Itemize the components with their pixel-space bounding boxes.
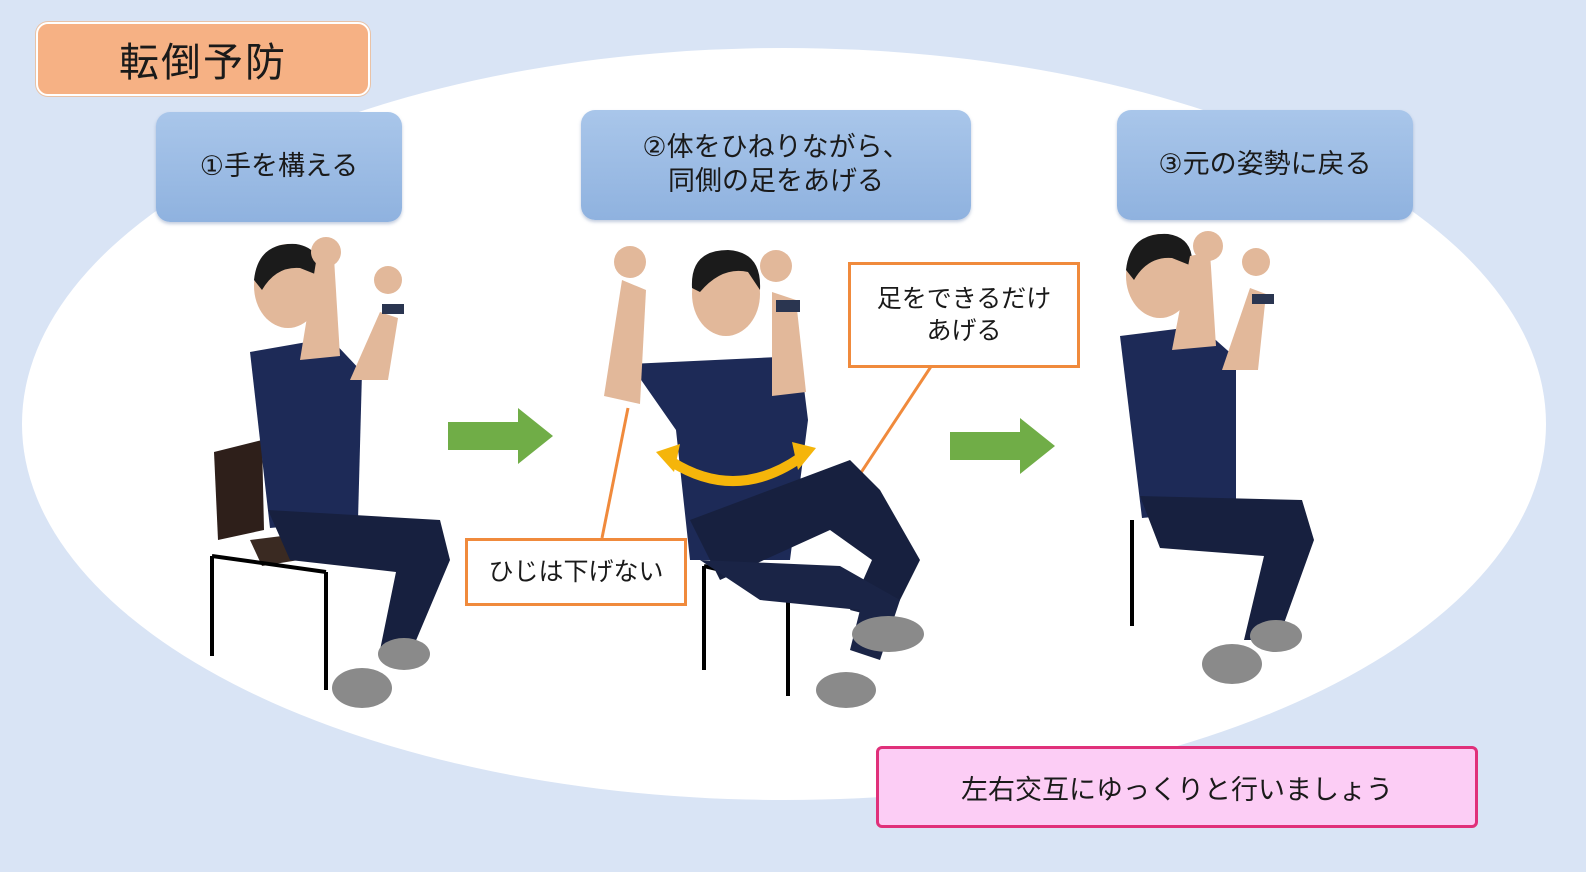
step-3-box: ③元の姿勢に戻る: [1117, 110, 1413, 220]
lift-leg-note-line1: 足をできるだけ: [876, 283, 1052, 313]
title-box: 転倒予防: [36, 22, 370, 96]
lift-leg-note-line2: あげる: [926, 316, 1002, 345]
person-figure-step-2: [604, 246, 924, 708]
step-2-label-line1: ②体をひねりながら、: [642, 132, 910, 164]
step-2-box: ②体をひねりながら、 同側の足をあげる: [581, 110, 971, 220]
right-arrow-icon: [950, 418, 1055, 474]
step-2-label-line2: 同側の足をあげる: [668, 166, 884, 197]
page-title: 転倒予防: [119, 40, 287, 86]
step-1-label: ①手を構える: [199, 151, 359, 183]
lift-leg-note: 足をできるだけ あげる: [848, 262, 1080, 368]
alternate-sides-note: 左右交互にゆっくりと行いましょう: [876, 746, 1478, 828]
elbow-note-text: ひじは下げない: [488, 556, 664, 586]
person-figure-step-1: [210, 237, 450, 708]
step-1-box: ①手を構える: [156, 112, 402, 222]
person-figure-step-3: [1120, 231, 1314, 684]
elbow-note: ひじは下げない: [465, 538, 687, 606]
twist-arrow-icon: [656, 442, 816, 487]
alternate-sides-text: 左右交互にゆっくりと行いましょう: [961, 774, 1393, 806]
elbow-callout-line: [600, 407, 630, 539]
step-3-label: ③元の姿勢に戻る: [1158, 149, 1372, 181]
right-arrow-icon: [448, 408, 553, 464]
